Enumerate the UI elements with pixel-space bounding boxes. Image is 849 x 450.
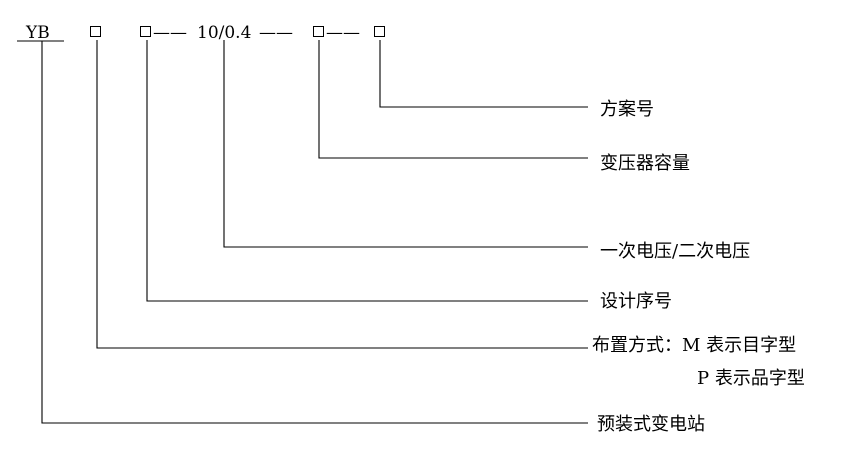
placeholder-box-capacity [313,26,324,37]
leader-design-serial [146,40,588,302]
label-transformer-capacity: 变压器容量 [600,153,690,174]
leader-transformer-capacity [318,40,588,159]
placeholder-box-layout [90,26,101,37]
placeholder-box-design [140,26,151,37]
leader-layout-method [96,40,588,349]
label-prefab-substation: 预装式变电站 [597,414,705,435]
code-prefix: YB [26,23,50,43]
placeholder-box-scheme [374,26,385,37]
code-dash: —— [153,23,187,43]
leader-scheme-no [379,40,588,108]
code-voltage: 10/0.4 [197,23,252,43]
label-design-serial: 设计序号 [600,291,672,312]
code-dash: —— [326,23,360,43]
leader-voltage-ratio [223,40,588,248]
label-layout-p: P 表示品字型 [697,368,805,389]
label-voltage-ratio: 一次电压/二次电压 [600,241,751,262]
label-scheme-no: 方案号 [600,99,654,120]
leader-prefab-substation [41,41,588,424]
code-dash: —— [259,23,293,43]
label-layout-method: 布置方式：M 表示目字型 [592,335,797,356]
